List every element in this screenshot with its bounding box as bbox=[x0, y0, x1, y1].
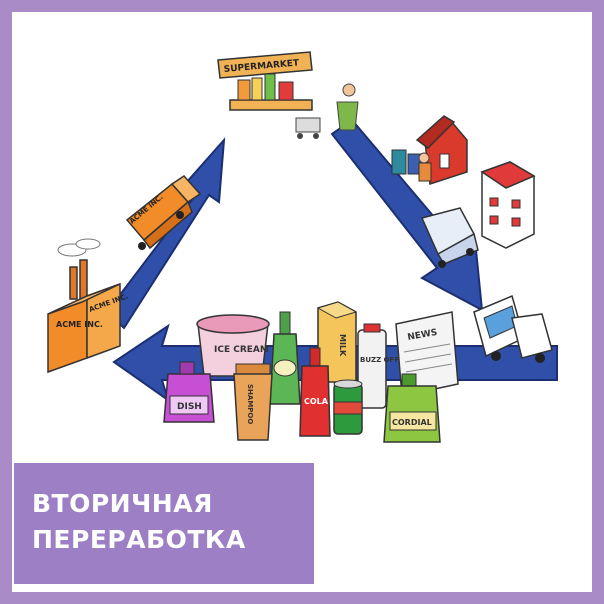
ice-cream-label: ICE CREAM bbox=[214, 345, 269, 355]
cola-label: COLA bbox=[304, 397, 329, 406]
supermarket-icon bbox=[217, 51, 313, 111]
cordial-label: CORDIAL bbox=[392, 418, 432, 427]
caption-banner: ВТОРИЧНАЯ ПЕРЕРАБОТКА bbox=[14, 463, 314, 584]
cordial-bottle bbox=[383, 373, 441, 443]
shampoo-label: SHAMPOO bbox=[246, 384, 254, 424]
recycling-bin-icon bbox=[391, 149, 432, 182]
green-bottle bbox=[269, 311, 301, 405]
caption-line-1: ВТОРИЧНАЯ bbox=[32, 489, 213, 518]
dish-bottle bbox=[163, 361, 215, 423]
illustration-canvas: ACME INC. ACME INC. ACME INC. SUPERMARK bbox=[12, 12, 592, 592]
recycling-illustration: ACME INC. ACME INC. ACME INC. SUPERMARK bbox=[47, 51, 558, 443]
milk-label: MILK bbox=[338, 334, 347, 357]
garbage-truck-icon bbox=[420, 207, 479, 268]
caption-line-2: ПЕРЕРАБОТКА bbox=[32, 525, 246, 554]
recycling-truck-icon bbox=[473, 294, 553, 363]
cola-bottle bbox=[299, 347, 331, 437]
milk-carton bbox=[316, 301, 358, 383]
buzz-off-can bbox=[357, 323, 387, 409]
building-icon bbox=[480, 161, 536, 249]
tin-can bbox=[333, 379, 363, 435]
shopper-icon bbox=[295, 83, 359, 139]
truck-icon bbox=[125, 175, 202, 250]
factory-icon bbox=[47, 238, 121, 374]
ice-cream-tub bbox=[196, 314, 270, 377]
shampoo-bottle bbox=[233, 363, 273, 441]
factory-sign: ACME INC. bbox=[56, 320, 103, 329]
buzz-off-label: BUZZ OFF bbox=[360, 356, 399, 364]
dish-label: DISH bbox=[177, 402, 202, 412]
house-icon bbox=[415, 115, 468, 185]
